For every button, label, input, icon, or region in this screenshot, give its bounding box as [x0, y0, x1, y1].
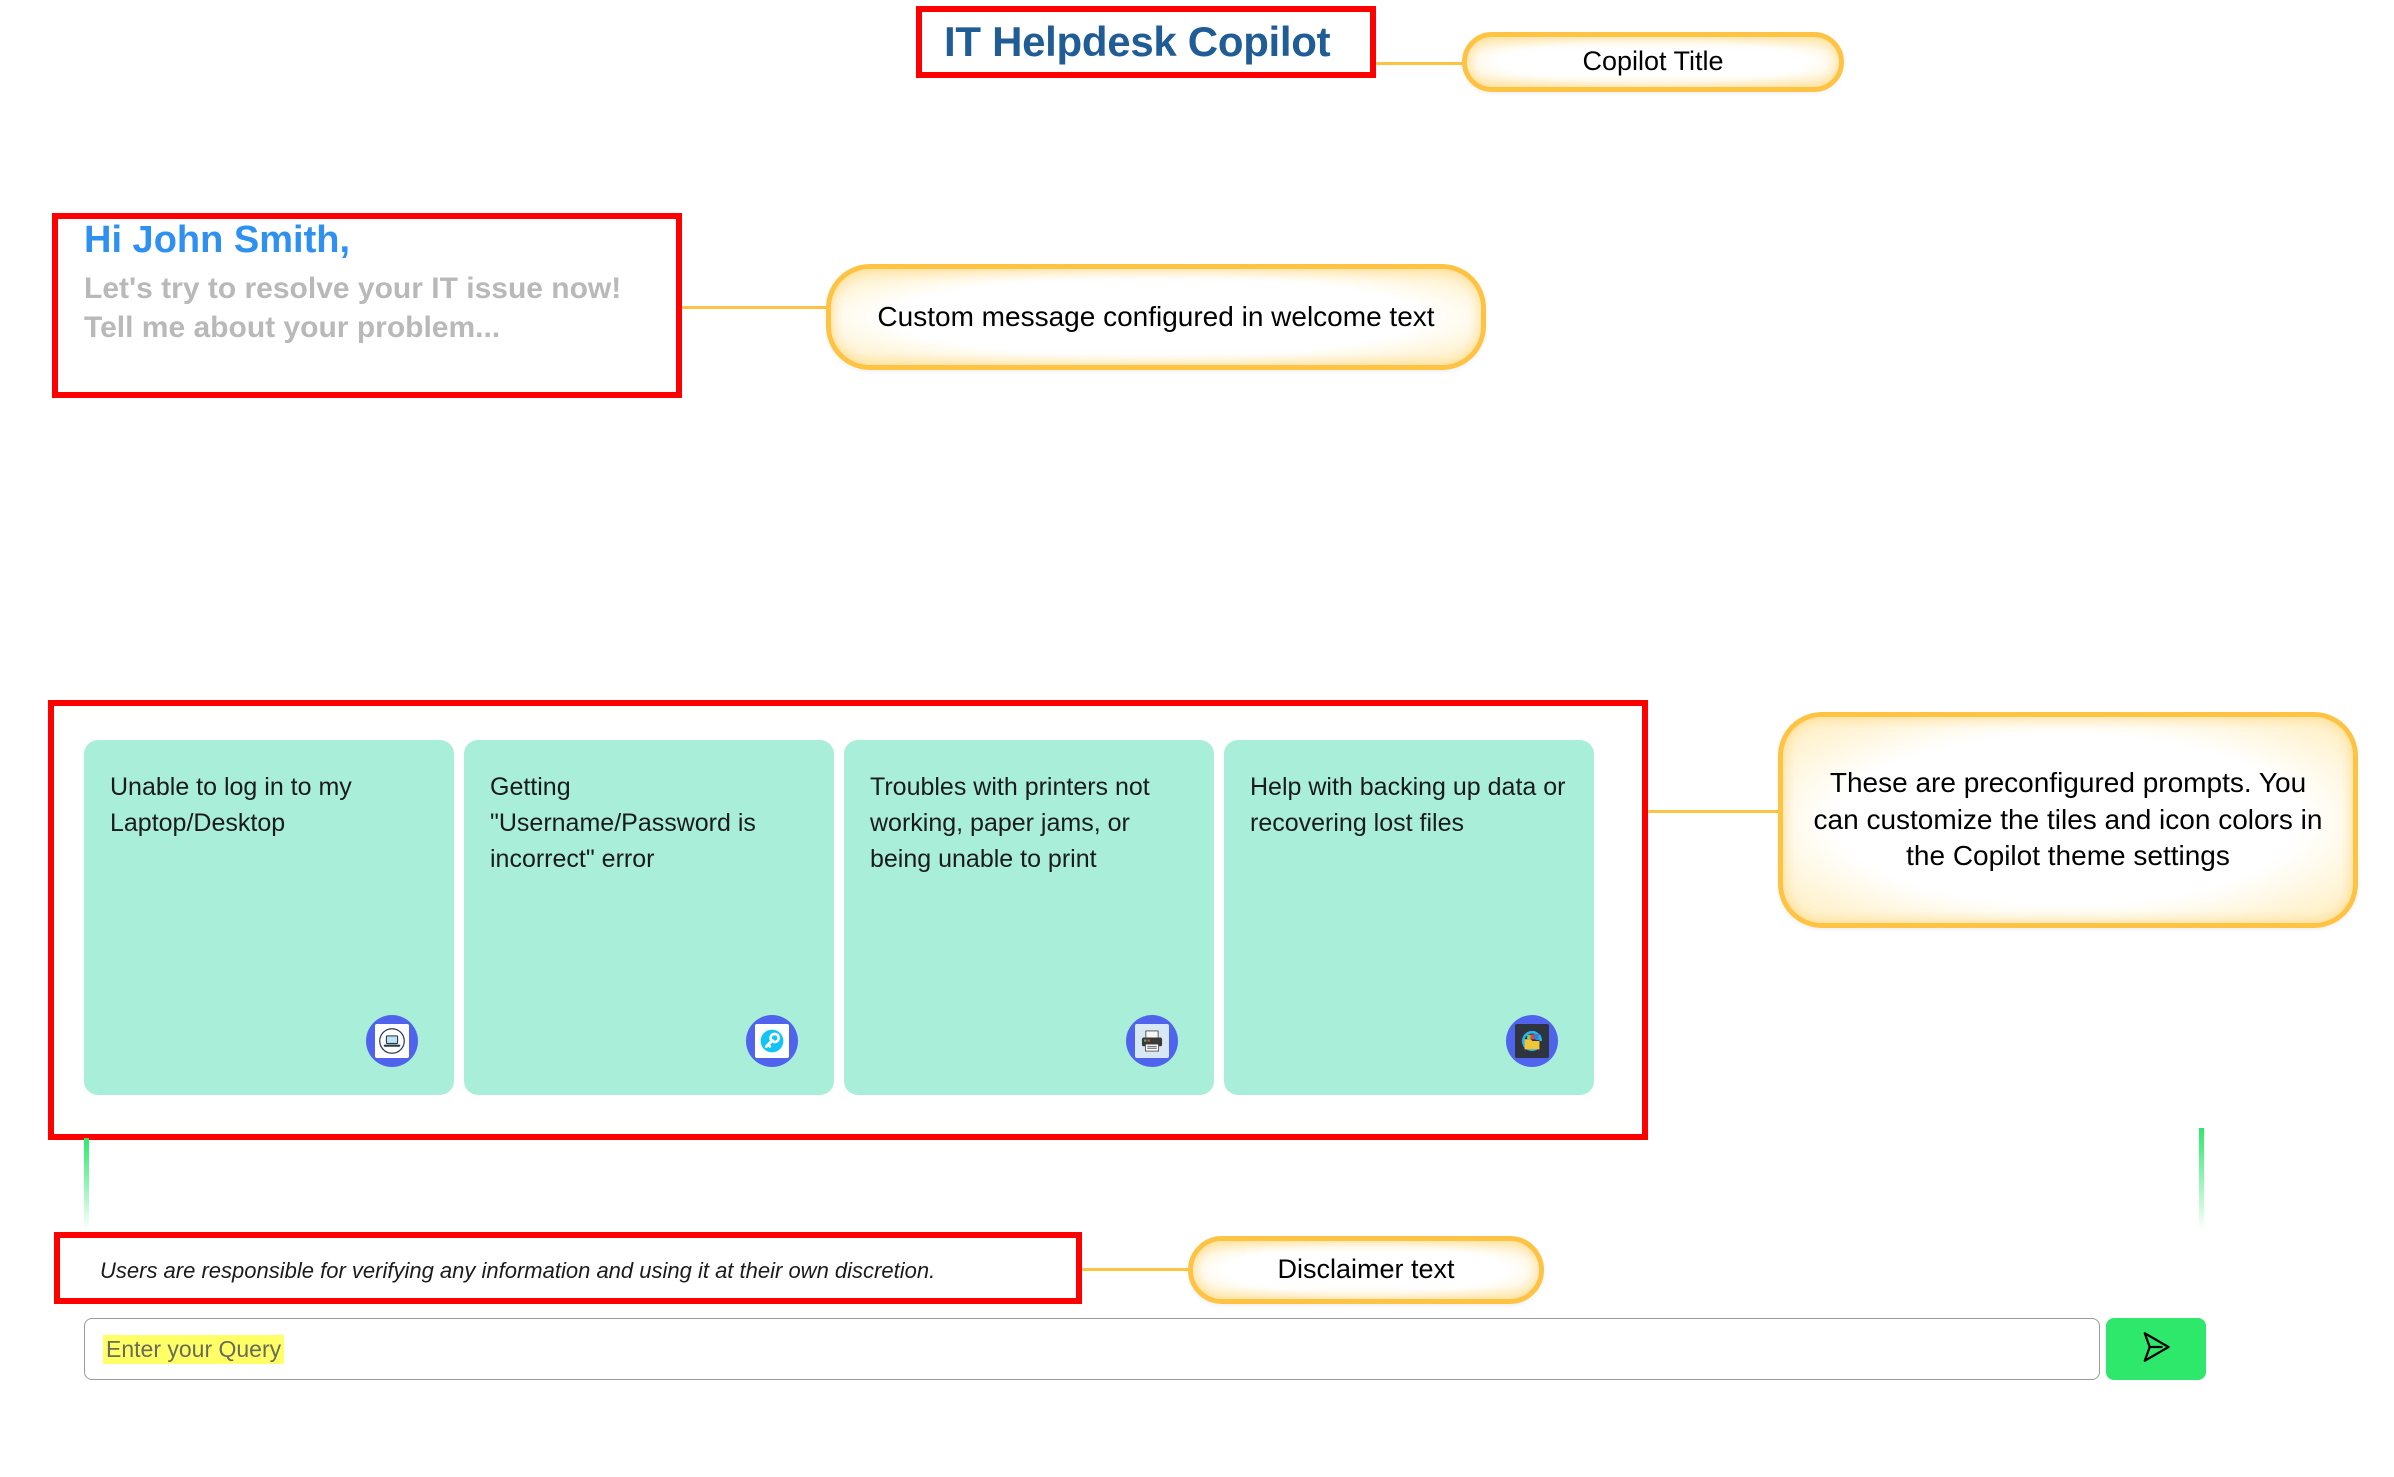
send-paper-plane-icon: [2136, 1327, 2176, 1372]
composer-row: Enter your Query: [84, 1318, 2206, 1380]
key-icon: [755, 1024, 789, 1058]
callout-welcome-text: Custom message configured in welcome tex…: [826, 264, 1486, 370]
welcome-message: Hi John Smith, Let's try to resolve your…: [84, 218, 684, 348]
prompt-tile-password-icon-badge[interactable]: [746, 1015, 798, 1067]
query-input-placeholder: Enter your Query: [103, 1334, 285, 1364]
printer-icon: [1135, 1024, 1169, 1058]
welcome-greeting: Hi John Smith,: [84, 219, 350, 261]
callout-disclaimer-text: Disclaimer text: [1277, 1254, 1455, 1285]
callout-copilot-title-text: Copilot Title: [1582, 46, 1724, 77]
prompt-tile-printer-text: Troubles with printers not working, pape…: [870, 773, 1150, 873]
backup-restore-icon: [1515, 1024, 1549, 1058]
welcome-line-2: Tell me about your problem...: [84, 311, 501, 345]
accent-line-right: [2199, 1128, 2204, 1230]
page-title: IT Helpdesk Copilot: [944, 18, 1331, 65]
prompt-tile-login-text: Unable to log in to my Laptop/Desktop: [110, 773, 352, 837]
prompt-tiles-container: Unable to log in to my Laptop/Desktop Ge…: [84, 740, 1594, 1095]
callout-prompt-tiles-text: These are preconfigured prompts. You can…: [1813, 766, 2323, 872]
accent-line-left: [84, 1138, 89, 1230]
laptop-icon: [375, 1024, 409, 1058]
prompt-tile-backup[interactable]: Help with backing up data or recovering …: [1224, 740, 1594, 1095]
query-input[interactable]: Enter your Query: [84, 1318, 2100, 1380]
callout-welcome-text-text: Custom message configured in welcome tex…: [877, 300, 1435, 332]
prompt-tile-backup-text: Help with backing up data or recovering …: [1250, 773, 1566, 837]
prompt-tile-password[interactable]: Getting "Username/Password is incorrect"…: [464, 740, 834, 1095]
prompt-tile-login-icon-badge[interactable]: [366, 1015, 418, 1067]
prompt-tile-login[interactable]: Unable to log in to my Laptop/Desktop: [84, 740, 454, 1095]
welcome-line-1: Let's try to resolve your IT issue now!: [84, 271, 622, 305]
leader-line-title: [1376, 62, 1464, 65]
send-button[interactable]: [2106, 1318, 2206, 1380]
leader-line-welcome: [682, 306, 828, 309]
prompt-tile-backup-icon-badge[interactable]: [1506, 1015, 1558, 1067]
prompt-tile-printer[interactable]: Troubles with printers not working, pape…: [844, 740, 1214, 1095]
callout-prompt-tiles: These are preconfigured prompts. You can…: [1778, 712, 2358, 928]
disclaimer-text: Users are responsible for verifying any …: [100, 1258, 936, 1283]
prompt-tile-printer-icon-badge[interactable]: [1126, 1015, 1178, 1067]
leader-line-prompt-tiles: [1648, 810, 1780, 813]
prompt-tile-password-text: Getting "Username/Password is incorrect"…: [490, 773, 756, 873]
callout-disclaimer: Disclaimer text: [1188, 1236, 1544, 1304]
leader-line-disclaimer: [1082, 1268, 1190, 1271]
callout-copilot-title: Copilot Title: [1462, 32, 1844, 92]
